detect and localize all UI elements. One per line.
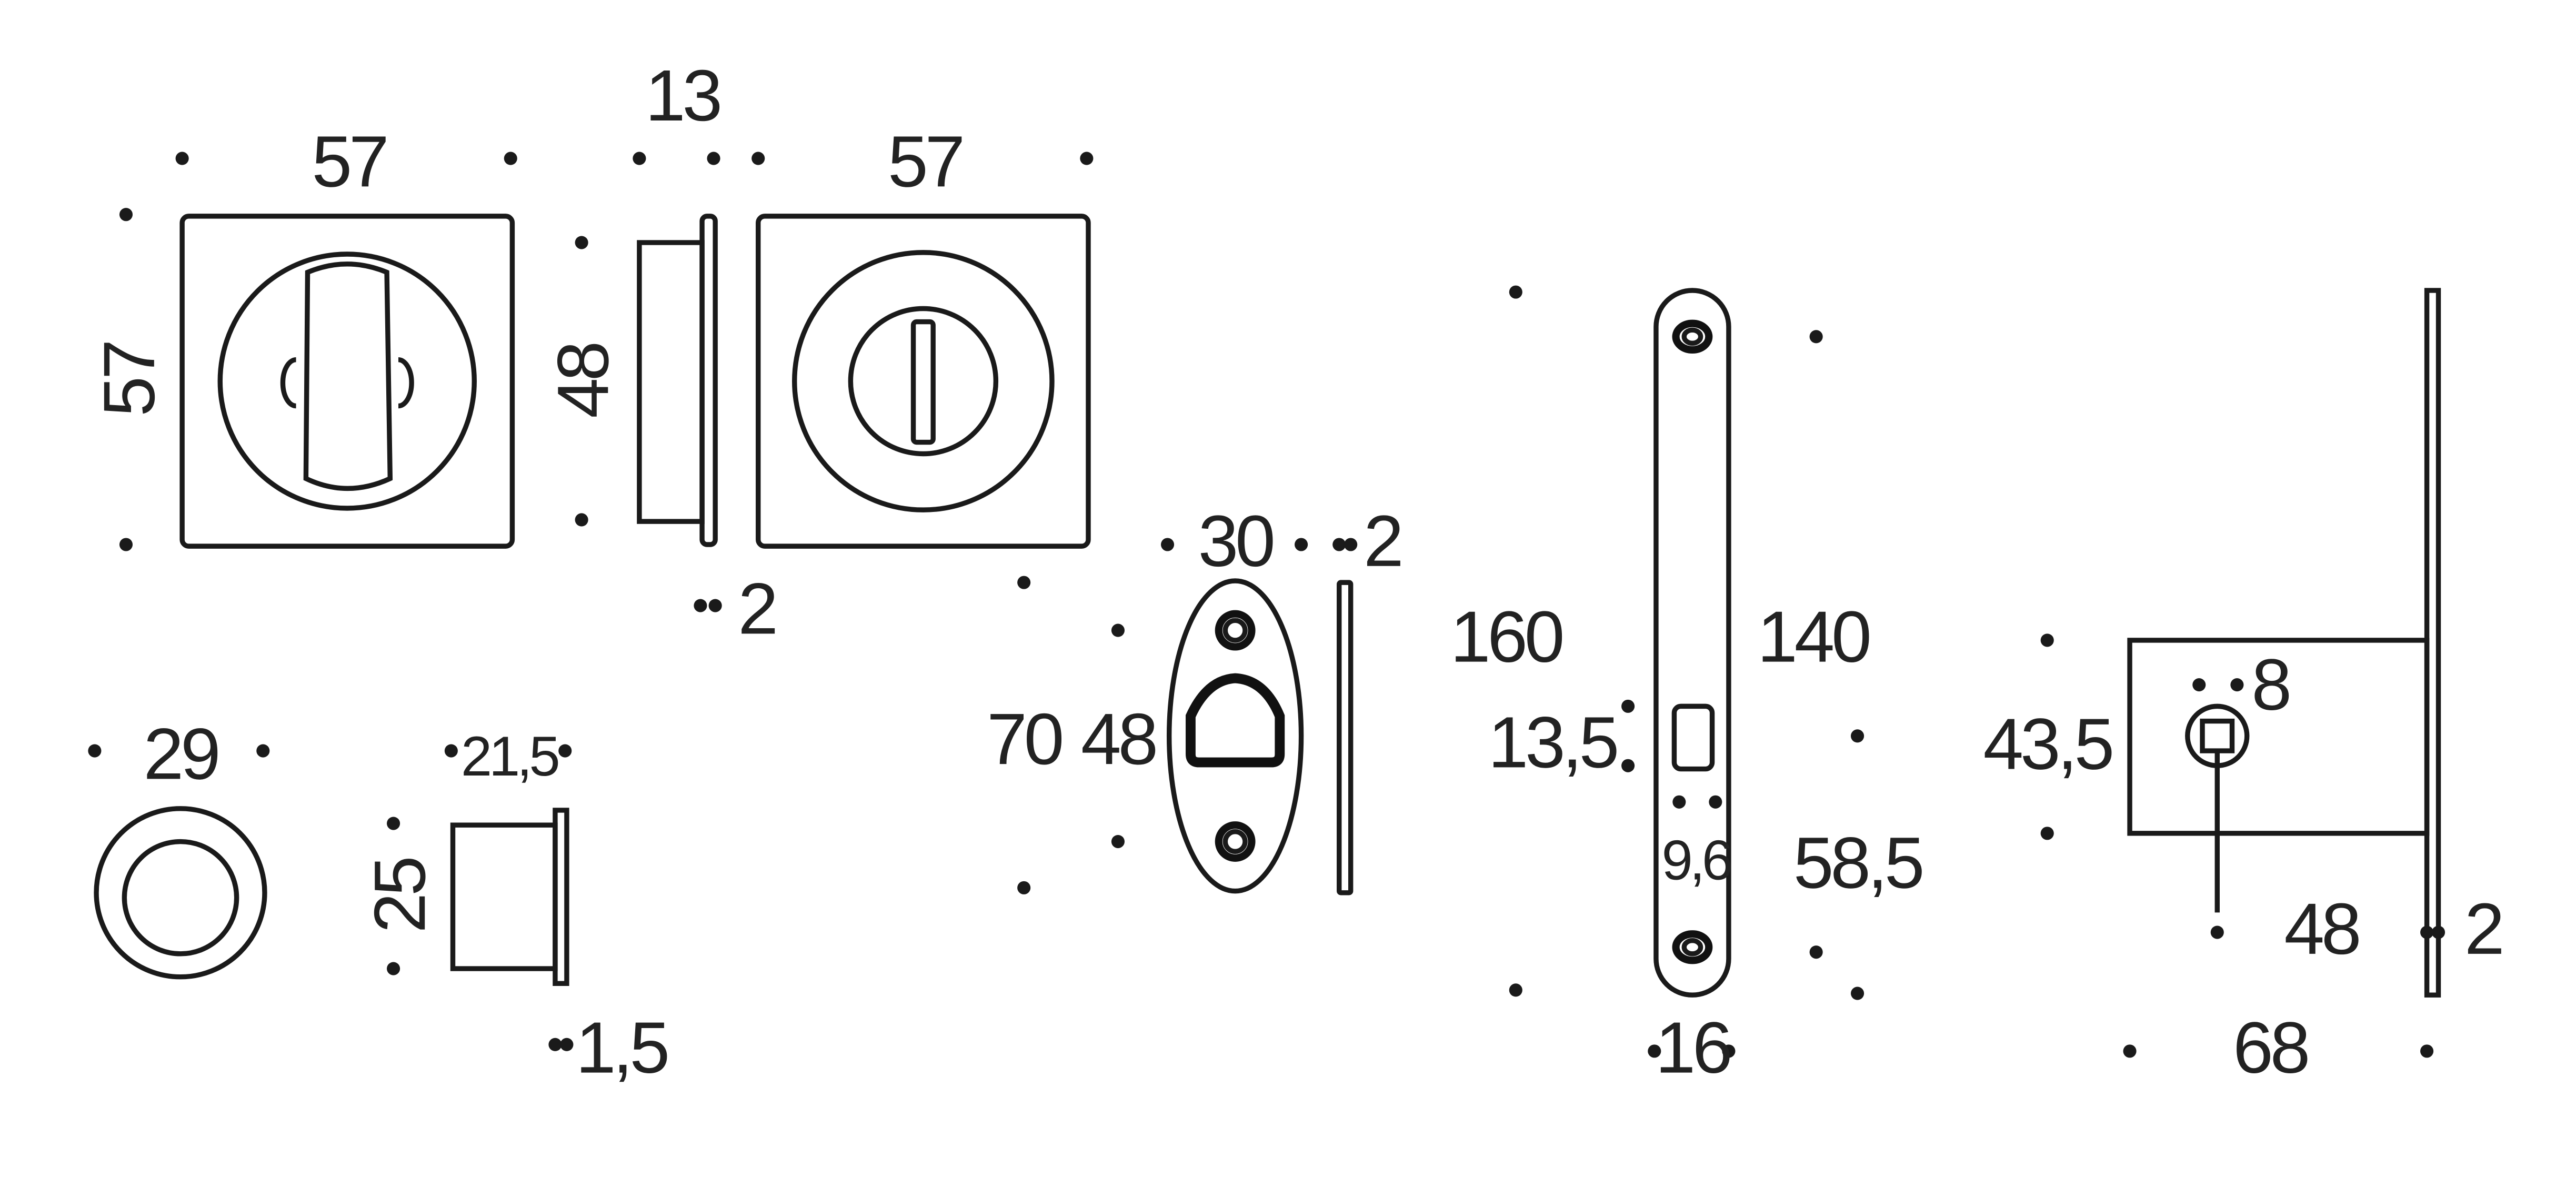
dim-square-size: 13,5 (1488, 702, 1617, 783)
dim-length: 160 (1450, 597, 1562, 678)
dim-depth: 68 (2233, 1008, 2307, 1089)
dim-hole-spacing: 48 (1081, 699, 1155, 780)
dim-diameter: 29 (144, 713, 218, 794)
dim-body-height: 43,5 (1983, 704, 2111, 785)
dim-depth: 21,5 (461, 724, 558, 788)
lock-faceplate: 9,6 160 140 13,5 58,5 16 (1450, 285, 1925, 1089)
dim-depth: 13 (645, 55, 719, 136)
round-pull: 29 (88, 713, 270, 980)
dim-backset: 48 (2284, 889, 2358, 970)
dim-width: 30 (1198, 501, 1273, 582)
dim-square: 8 (2251, 645, 2289, 726)
dim-plate-thickness: 2 (2464, 889, 2501, 970)
dim-height: 57 (89, 343, 170, 417)
lock-body: 8 43,5 48 2 68 (1983, 288, 2505, 1089)
dim-thickness: 2 (1364, 501, 1400, 582)
dim-width: 16 (1655, 1008, 1729, 1089)
dim-width: 57 (888, 121, 962, 202)
dim-height: 70 (987, 699, 1061, 780)
rosette-square-turn: 57 57 (89, 121, 517, 551)
dim-plate-height: 48 (543, 344, 624, 418)
dim-offset: 58,5 (1793, 822, 1922, 903)
rosette-side-view: 13 48 2 (543, 55, 778, 649)
round-pull-side: 21,5 25 1,5 (359, 724, 670, 1089)
rosette-square-slot: 57 (751, 121, 1094, 589)
dim-slot: 9,6 (1661, 829, 1730, 892)
dim-width: 57 (312, 121, 386, 202)
dim-screw-spacing: 140 (1757, 597, 1869, 678)
dim-height: 25 (359, 859, 440, 933)
dim-plate-thickness: 1,5 (576, 1008, 667, 1089)
dim-plate-thickness: 2 (738, 568, 775, 649)
strike-plate: 30 2 70 48 (987, 501, 1404, 895)
